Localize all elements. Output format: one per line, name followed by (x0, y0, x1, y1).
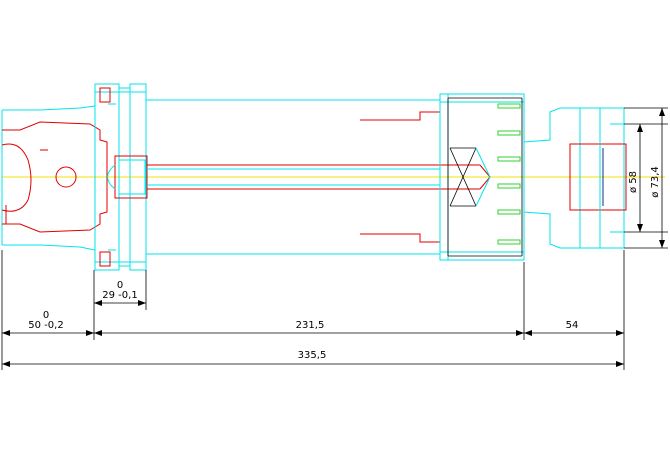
dim-54: 54 (566, 320, 579, 331)
dim-50-bottom: 50 -0,2 (28, 320, 63, 331)
dim-29-bottom: 29 -0,1 (102, 290, 137, 301)
dim-total: 335,5 (298, 350, 327, 361)
clamping-nut (523, 107, 627, 249)
dim-dia-58: ø 58 (628, 171, 639, 193)
dim-50-top: 0 (43, 310, 49, 321)
bore-lines (360, 111, 480, 243)
dim-dia-73-4: ø 73,4 (650, 166, 661, 198)
horizontal-dimensions (2, 300, 624, 367)
dim-231-5: 231,5 (296, 320, 325, 331)
extension-lines (1, 250, 625, 370)
draw-bar (107, 155, 440, 199)
diameter-dimensions (624, 107, 668, 249)
dim-29-top: 0 (117, 280, 123, 291)
taper-shank (1, 105, 96, 251)
collet-slots (497, 103, 521, 245)
